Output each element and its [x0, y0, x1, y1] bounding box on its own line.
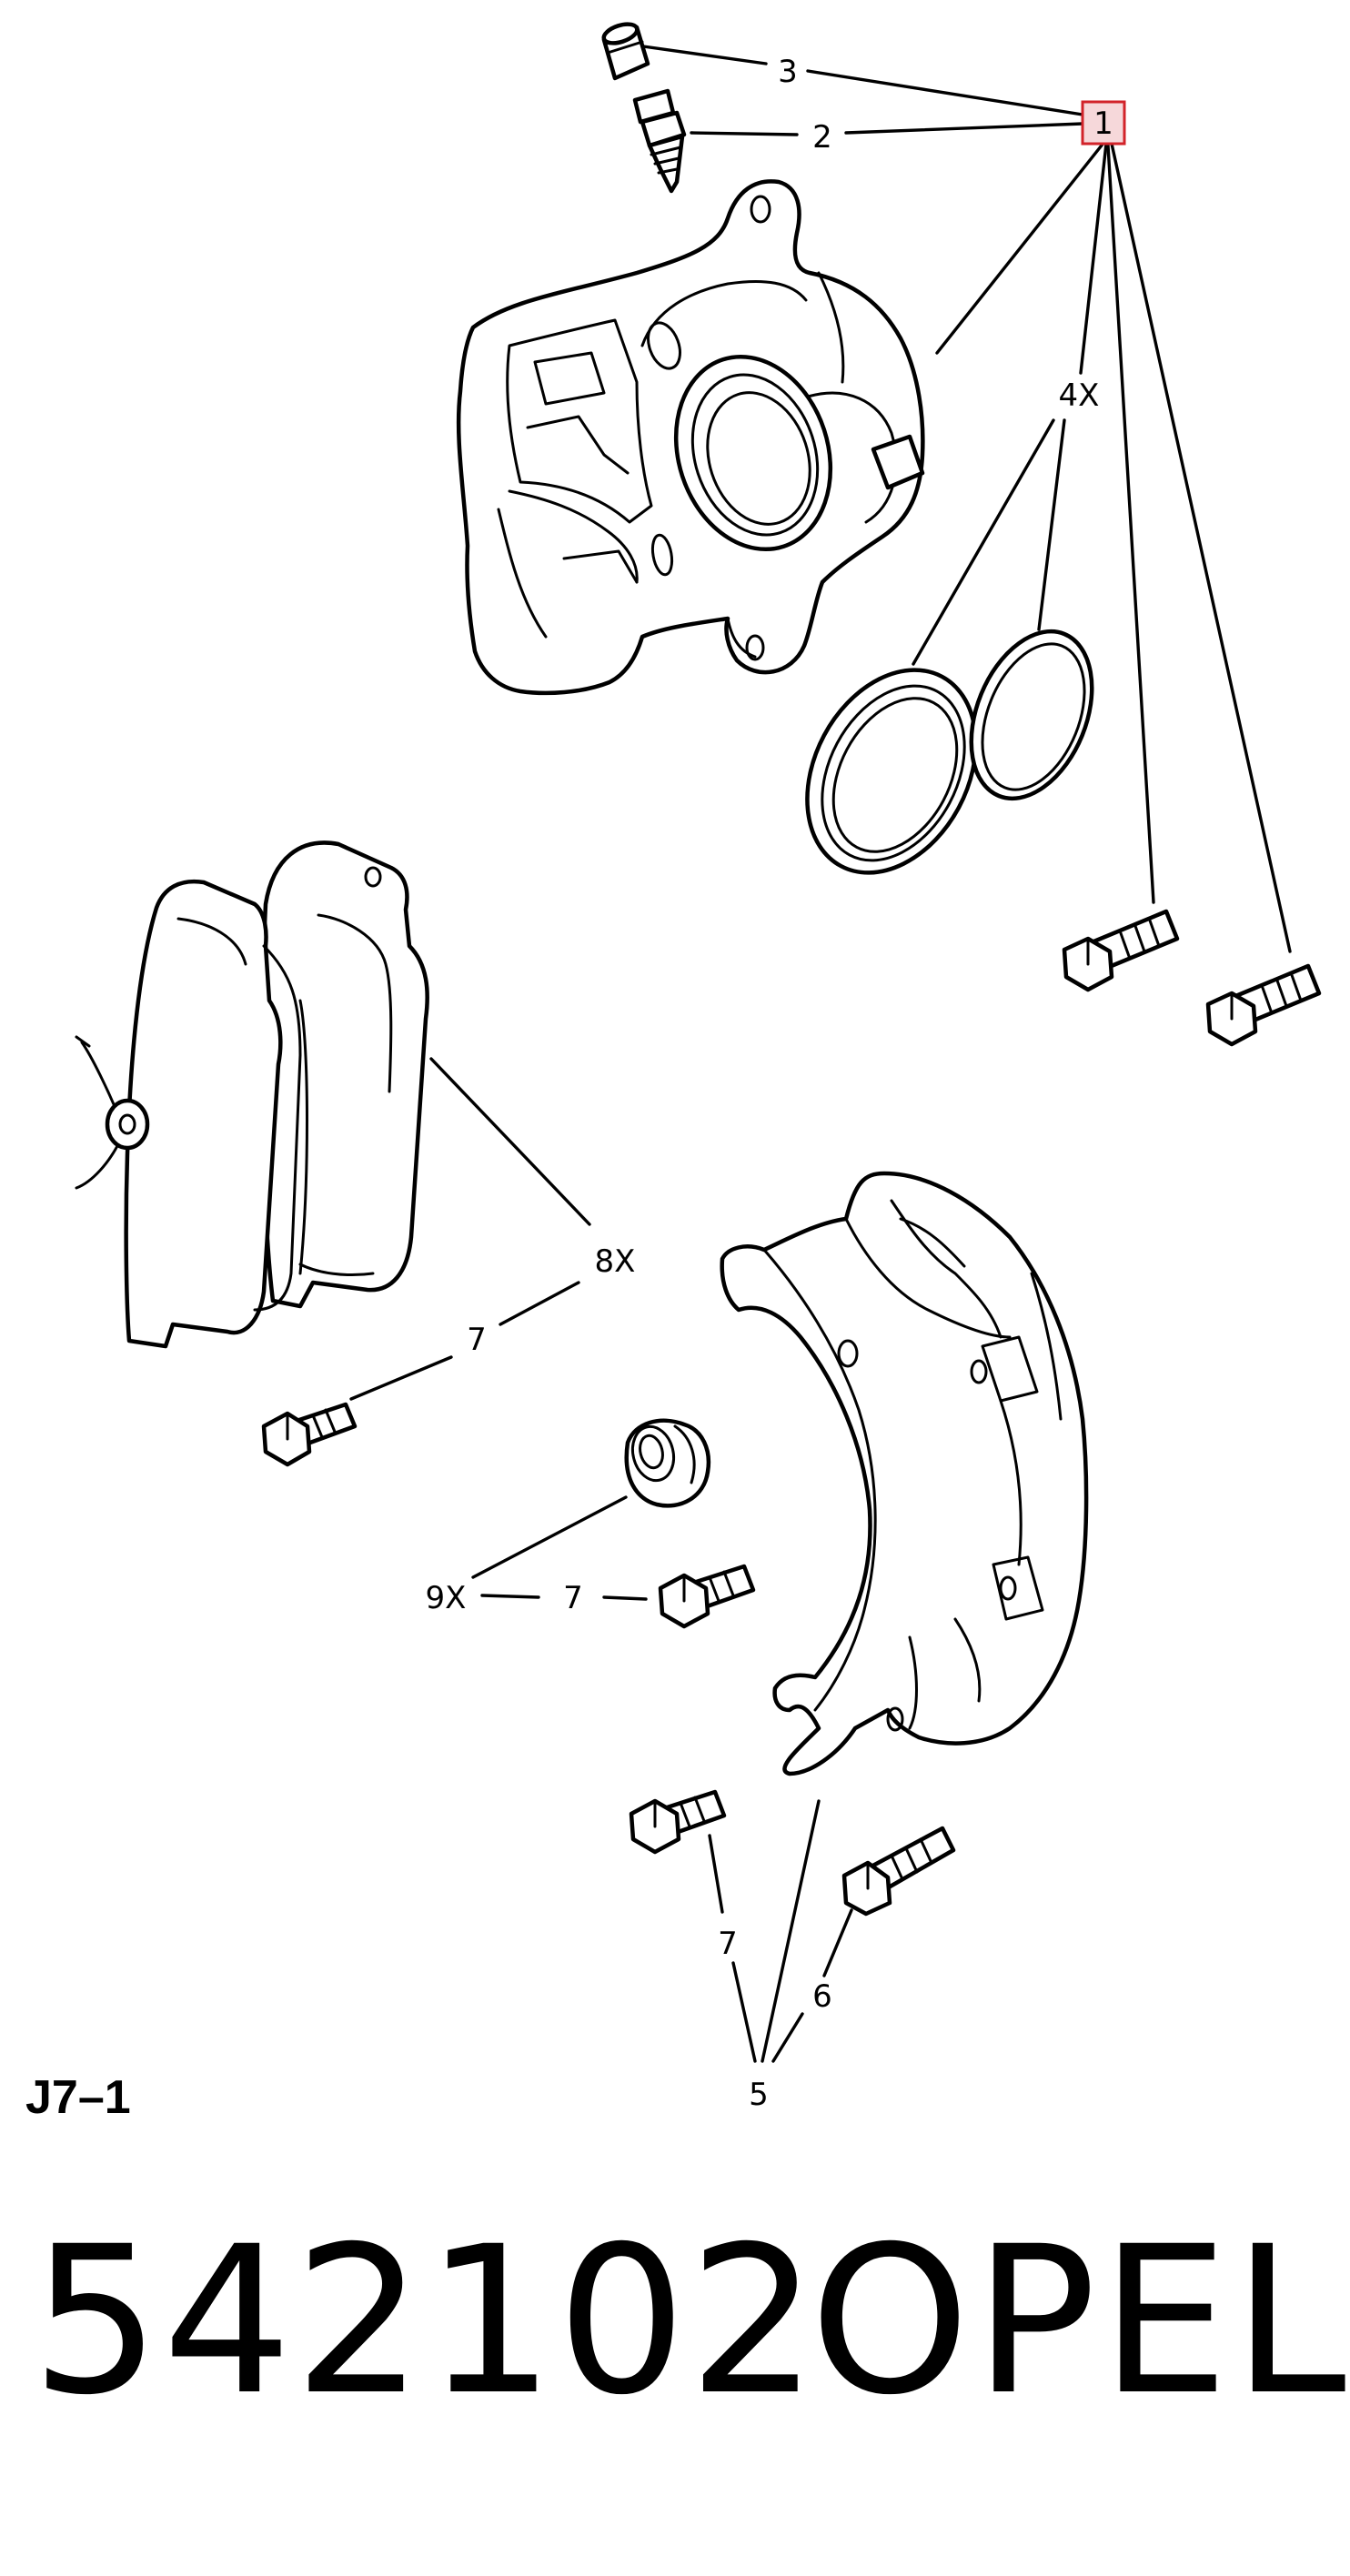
long-bolt — [841, 1826, 956, 1917]
callout-item-7-mid: 7 — [563, 1580, 583, 1616]
bleed-screw — [632, 88, 687, 194]
callout-qty-8x: 8X — [595, 1243, 636, 1280]
callout-item-1: 1 — [1093, 106, 1113, 142]
callout-qty-9x: 9X — [426, 1580, 467, 1616]
caliper-housing — [456, 179, 925, 696]
callout-item-3: 3 — [778, 54, 798, 90]
callout-labels: 1 3 2 4X 8X 7 9X 7 7 6 5 — [426, 54, 1126, 2113]
brake-pad-rear — [260, 840, 429, 1309]
pad-bolt — [261, 1402, 358, 1467]
callout-item-7-pads: 7 — [467, 1322, 487, 1358]
caliper-bolt-2 — [1205, 963, 1322, 1047]
brand-name: OPEL — [810, 2202, 1350, 2440]
callout-item-6: 6 — [812, 1978, 832, 2015]
callout-qty-4x: 4X — [1059, 377, 1100, 414]
guide-bushing — [624, 1418, 711, 1508]
callout-item-1-box — [1081, 100, 1126, 146]
carrier-bolt — [629, 1789, 727, 1855]
guide-bolt — [658, 1564, 756, 1629]
caliper-carrier-bracket — [720, 1171, 1089, 1776]
callout-item-2: 2 — [812, 119, 832, 156]
bleed-cap — [601, 22, 650, 81]
piston-seal-large — [805, 668, 978, 875]
callout-item-5: 5 — [749, 2077, 769, 2113]
leader-lines — [349, 44, 1292, 2063]
callout-item-7-low: 7 — [718, 1926, 738, 1962]
caliper-bolt-1 — [1062, 909, 1180, 992]
figure-code: J7–1 — [25, 2071, 131, 2124]
part-number: 542102 — [31, 2202, 821, 2440]
brake-pad-front — [75, 879, 308, 1349]
piston-seal-ring — [969, 629, 1094, 801]
